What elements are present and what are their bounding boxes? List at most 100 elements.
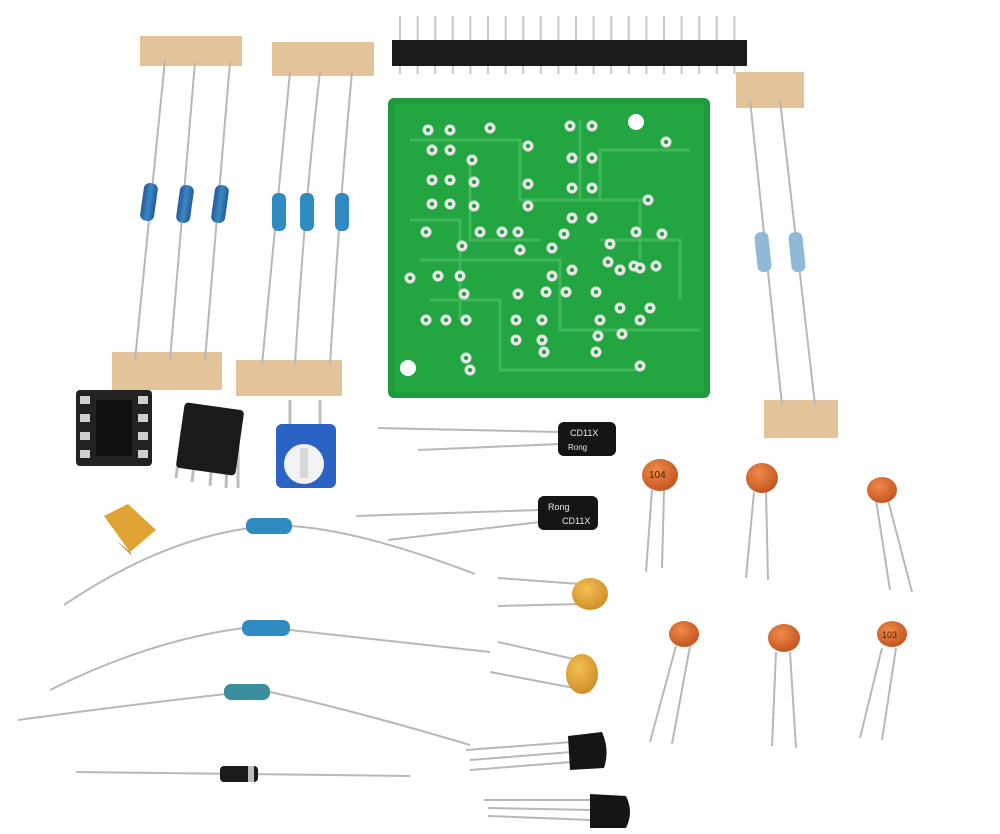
solder-pad-hole	[660, 232, 664, 236]
solder-pad-hole	[408, 276, 412, 280]
capacitor-label: CD11X	[570, 428, 598, 438]
solder-pad-hole	[540, 338, 544, 342]
capacitor-code: 104	[649, 470, 666, 481]
resistor	[300, 193, 314, 231]
solder-pad-hole	[620, 332, 624, 336]
solder-pad-hole	[464, 318, 468, 322]
solder-pad-hole	[540, 318, 544, 322]
solder-pad-hole	[570, 268, 574, 272]
resistor-tape-strip-right	[736, 72, 838, 438]
solder-pad-hole	[430, 202, 434, 206]
solder-pad-hole	[470, 158, 474, 162]
pcb-board	[388, 98, 710, 398]
solder-pad-hole	[472, 204, 476, 208]
tape-bottom	[236, 360, 342, 396]
solder-pad-hole	[638, 318, 642, 322]
capacitor-code: 103	[882, 630, 897, 640]
solder-pad-hole	[562, 232, 566, 236]
ceramic-capacitor	[867, 477, 913, 593]
solder-pad-hole	[570, 186, 574, 190]
solder-pad-hole	[550, 274, 554, 278]
capacitor-brand: Rong	[568, 443, 587, 452]
solder-pad-hole	[608, 242, 612, 246]
resistor	[754, 231, 772, 273]
tape-top	[272, 42, 374, 76]
solder-pad-hole	[448, 202, 452, 206]
solder-pad-hole	[634, 230, 638, 234]
mounting-hole	[400, 360, 416, 376]
solder-pad-hole	[444, 318, 448, 322]
solder-pad-hole	[664, 140, 668, 144]
solder-pad-hole	[516, 292, 520, 296]
solder-pad-hole	[516, 230, 520, 234]
solder-pad-hole	[648, 306, 652, 310]
pin-header	[392, 16, 747, 74]
solder-pad-hole	[526, 182, 530, 186]
solder-pad-hole	[646, 198, 650, 202]
solder-pad-hole	[590, 186, 594, 190]
solder-pad-hole	[424, 230, 428, 234]
loose-resistor	[49, 620, 491, 691]
solder-pad-hole	[526, 144, 530, 148]
solder-pad-hole	[500, 230, 504, 234]
resistor	[272, 193, 286, 231]
ceramic-capacitor	[768, 624, 800, 749]
electrolytic-capacitor: Rong CD11X	[355, 496, 598, 541]
tape-bottom	[112, 352, 222, 390]
solder-pad-hole	[460, 244, 464, 248]
capacitor-label: CD11X	[562, 516, 590, 526]
solder-pad-hole	[478, 230, 482, 234]
solder-pad-hole	[468, 368, 472, 372]
solder-pad-hole	[570, 216, 574, 220]
solder-pad-hole	[564, 290, 568, 294]
solder-pad-hole	[544, 290, 548, 294]
solder-pad-hole	[590, 156, 594, 160]
ceramic-capacitor	[649, 621, 699, 745]
ceramic-capacitor: 104	[642, 459, 678, 573]
resistor	[176, 184, 194, 224]
solder-pad-hole	[448, 178, 452, 182]
solder-pad-hole	[590, 216, 594, 220]
ic-chip	[174, 402, 244, 489]
solder-pad-hole	[638, 266, 642, 270]
tape-top	[736, 72, 804, 108]
solder-pad-hole	[550, 246, 554, 250]
resistor	[788, 231, 806, 273]
solder-pad-hole	[430, 178, 434, 182]
solder-pad-hole	[526, 204, 530, 208]
solder-pad-hole	[518, 248, 522, 252]
solder-pad-hole	[618, 306, 622, 310]
jumper-cap	[104, 504, 156, 556]
loose-resistor	[63, 518, 476, 606]
solder-pad-hole	[598, 318, 602, 322]
solder-pad-hole	[424, 318, 428, 322]
solder-pad-hole	[464, 356, 468, 360]
solder-pad-hole	[570, 156, 574, 160]
solder-pad-hole	[594, 290, 598, 294]
solder-pad-hole	[568, 124, 572, 128]
electrolytic-capacitor: CD11X Rong	[377, 422, 616, 456]
solder-pad-hole	[472, 180, 476, 184]
resistor-tape-strip-left	[112, 36, 242, 390]
solder-pad-hole	[448, 128, 452, 132]
mounting-hole	[628, 114, 644, 130]
solder-pad-hole	[458, 274, 462, 278]
solder-pad-hole	[606, 260, 610, 264]
resistor	[140, 182, 158, 222]
ceramic-capacitor: 103	[859, 621, 907, 741]
solder-pad-hole	[590, 124, 594, 128]
solder-pad-hole	[638, 364, 642, 368]
solder-pad-hole	[430, 148, 434, 152]
solder-pad-hole	[618, 268, 622, 272]
capacitor-brand: Rong	[548, 502, 570, 512]
transistor	[484, 794, 630, 828]
tape-bottom	[764, 400, 838, 438]
solder-pad-hole	[654, 264, 658, 268]
solder-pad-hole	[542, 350, 546, 354]
resistor	[211, 184, 229, 224]
solder-pad-hole	[514, 318, 518, 322]
solder-pad-hole	[596, 334, 600, 338]
loose-resistor	[17, 684, 471, 746]
transistor	[465, 732, 607, 771]
solder-pad-hole	[462, 292, 466, 296]
